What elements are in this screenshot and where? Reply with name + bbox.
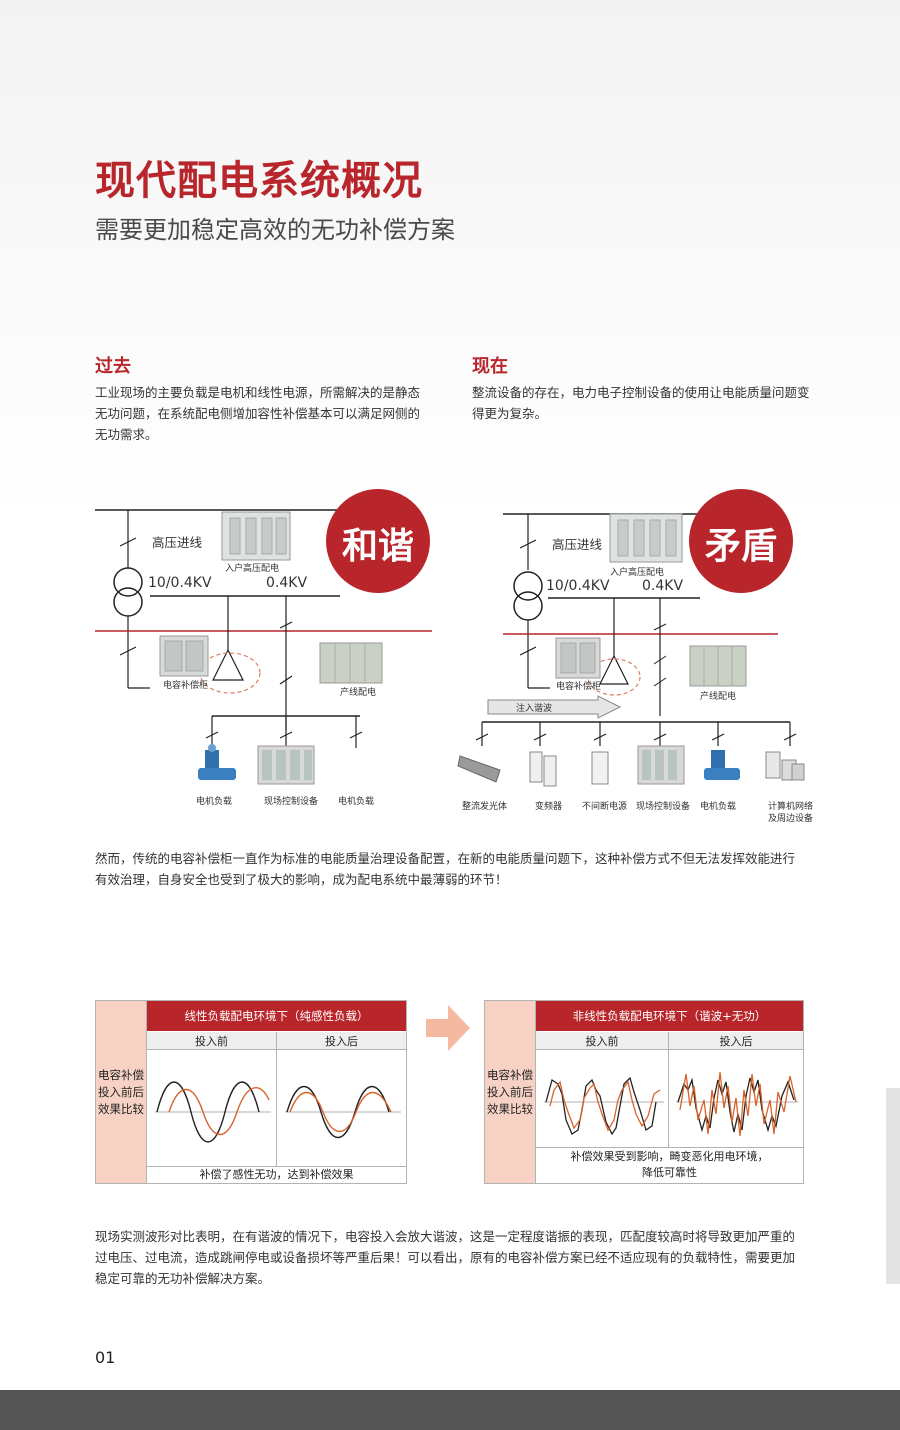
compare-side-label-right: 电容补偿投入前后效果比较 xyxy=(485,1001,536,1183)
ups-icon xyxy=(591,751,609,785)
page-title: 现代配电系统概况 xyxy=(95,158,423,204)
right-load-1: 整流发光体 xyxy=(462,802,508,812)
before-label-right: 投入前 xyxy=(536,1032,668,1050)
page-subtitle: 需要更加稳定高效的无功补偿方案 xyxy=(95,216,455,244)
right-load-5: 电机负载 xyxy=(700,802,737,812)
left-load-1: 电机负载 xyxy=(196,797,233,807)
compare-caption: 补偿了感性无功，达到补偿效果 xyxy=(147,1166,406,1183)
right-distribution-label: 产线配电 xyxy=(700,692,737,702)
right-voltage-lv: 0.4KV xyxy=(642,578,684,594)
left-load-2: 现场控制设备 xyxy=(264,797,319,807)
linear-waveforms xyxy=(155,1081,401,1143)
field-control-icon-right xyxy=(637,745,685,785)
left-diagram xyxy=(95,489,432,785)
right-badge-text: 矛盾 xyxy=(704,526,777,567)
inverter-icon xyxy=(529,751,557,787)
compare-header-right: 非线性负载配电环境下（谐波+无功） xyxy=(536,1001,803,1031)
past-text: 工业现场的主要负载是电机和线性电源，所需解决的是静态无功问题，在系统配电侧增加容… xyxy=(95,385,421,442)
compare-caption-right: 补偿效果受到影响，畸变恶化用电环境， 降低可靠性 xyxy=(536,1147,803,1183)
past-heading: 过去 xyxy=(95,356,131,377)
arrow-right-icon xyxy=(426,1005,470,1051)
distribution-cabinet-icon xyxy=(319,642,383,684)
harmonic-arrow-label: 注入谐波 xyxy=(516,704,553,714)
left-load-3: 电机负载 xyxy=(338,797,375,807)
right-hv-cabinet-label: 入户高压配电 xyxy=(610,568,665,578)
nonlinear-waveforms xyxy=(544,1071,798,1137)
field-control-icon xyxy=(257,745,315,785)
motor-load-icon xyxy=(198,744,236,780)
harmony-badge xyxy=(326,489,430,593)
present-text: 整流设备的存在，电力电子控制设备的使用让电能质量问题变得更为复杂。 xyxy=(472,385,810,421)
after-label: 投入后 xyxy=(277,1032,406,1050)
before-label: 投入前 xyxy=(147,1032,276,1050)
harmonic-arrow xyxy=(487,695,622,719)
right-load-2: 变频器 xyxy=(535,802,563,812)
left-hv-line-label: 高压进线 xyxy=(152,535,203,550)
left-badge-text: 和谐 xyxy=(341,526,414,567)
right-load-3: 不间断电源 xyxy=(582,802,628,812)
right-diagram xyxy=(457,489,805,787)
right-capacitor-cabinet-label: 电容补偿柜 xyxy=(556,682,602,692)
left-voltage-hv: 10/0.4KV xyxy=(148,575,212,591)
present-heading: 现在 xyxy=(472,356,508,377)
computer-network-icon xyxy=(765,751,805,781)
compare-panel-nonlinear: 电容补偿投入前后效果比较 非线性负载配电环境下（谐波+无功） 投入前 投入后 补… xyxy=(484,1000,804,1184)
rectifier-light-icon xyxy=(457,755,501,783)
left-hv-cabinet-label: 入户高压配电 xyxy=(225,564,280,574)
distribution-diagrams xyxy=(95,489,805,787)
conflict-badge xyxy=(689,489,793,593)
capacitor-icon xyxy=(212,648,244,681)
after-label-right: 投入后 xyxy=(669,1032,803,1050)
right-hv-line-label: 高压进线 xyxy=(552,537,603,552)
page-number: 01 xyxy=(95,1348,116,1367)
motor-load-icon-right xyxy=(704,750,740,780)
transformer-icon xyxy=(113,567,143,597)
right-load-6b: 及周边设备 xyxy=(768,814,814,824)
right-load-6: 计算机网络 xyxy=(768,802,814,812)
compare-panel-linear: 电容补偿投入前后效果比较 线性负载配电环境下（纯感性负载） 投入前 投入后 补偿… xyxy=(95,1000,407,1184)
left-distribution-label: 产线配电 xyxy=(340,688,377,698)
left-voltage-lv: 0.4KV xyxy=(266,575,308,591)
footer-bar xyxy=(0,1390,900,1430)
right-load-4: 现场控制设备 xyxy=(636,802,691,812)
bottom-text: 现场实测波形对比表明，在有谐波的情况下，电容投入会放大谐波，这是一定程度谐振的表… xyxy=(95,1229,796,1286)
side-tab xyxy=(886,1088,900,1284)
right-voltage-hv: 10/0.4KV xyxy=(546,578,610,594)
compare-side-label: 电容补偿投入前后效果比较 xyxy=(96,1001,147,1183)
left-capacitor-cabinet-label: 电容补偿柜 xyxy=(163,681,209,691)
compare-header: 线性负载配电环境下（纯感性负载） xyxy=(147,1001,406,1031)
middle-text: 然而，传统的电容补偿柜一直作为标准的电能质量治理设备配置，在新的电能质量问题下，… xyxy=(95,851,796,887)
